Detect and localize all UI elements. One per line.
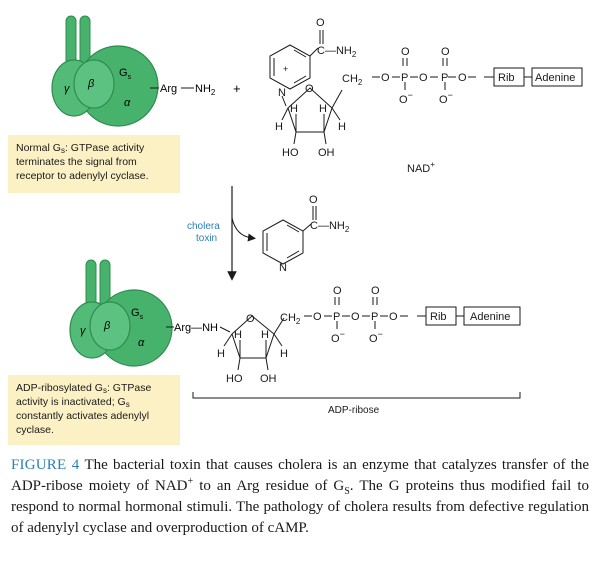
adp-link-o-3: O (389, 311, 398, 323)
nad-link-o-2: O (419, 72, 428, 84)
adp-h-3: H (261, 329, 269, 341)
nad-p2-o-minus: O− (439, 90, 453, 106)
normal-gs-note: Normal Gs: GTPase activity terminates th… (8, 135, 180, 193)
adp-rib: Rib (430, 311, 447, 323)
toxin-label-1: cholera (187, 221, 220, 232)
nicotinamide-o: O (309, 194, 318, 206)
gs-label: Gs (119, 67, 132, 81)
toxin-label-2: toxin (196, 233, 217, 244)
nicotinamide-amide: C—NH2 (310, 220, 350, 234)
adp-ribose-label: ADP-ribose (328, 405, 380, 416)
nad-p-1: P (401, 72, 408, 84)
adp-p2-o-minus: O− (369, 329, 383, 345)
cholera-toxin-diagram: γ β Gs α Arg NH2 + (51, 15, 583, 416)
caption-label: FIGURE 4 (11, 457, 80, 473)
adp-ribosylated-note: ADP-ribosylated Gs: GTPase activity is i… (8, 375, 180, 445)
gamma-label-bottom: γ (80, 325, 87, 337)
nad-ch2: CH2 (342, 73, 363, 87)
gs-protein-top: γ β Gs α (51, 15, 159, 127)
nad-oh: OH (318, 147, 335, 159)
alpha-label: α (124, 97, 131, 109)
alpha-label-bottom: α (138, 337, 145, 349)
adp-p-2: P (371, 311, 378, 323)
nad-carbonyl-o: O (316, 17, 325, 29)
nad-p-2: P (441, 72, 448, 84)
adp-link-o-1: O (313, 311, 322, 323)
nad-h-3: H (319, 103, 327, 115)
adp-ribose-molecule (192, 297, 521, 399)
adp-p1-o-minus: O− (331, 329, 345, 345)
nicotinamide-n: N (279, 262, 287, 274)
nad-n-plus: + (283, 64, 288, 74)
nad-p1-o-minus: O− (399, 90, 413, 106)
adp-ring-o: O (246, 313, 255, 325)
arg-label: Arg (160, 83, 177, 95)
figure-caption: FIGURE 4 The bacterial toxin that causes… (11, 457, 589, 536)
gs-label-bottom: Gs (131, 307, 144, 321)
arg-nh-bottom: Arg—NH (174, 322, 218, 334)
nad-h-4: H (338, 121, 346, 133)
gamma-label: γ (64, 83, 71, 95)
beta-label: β (87, 78, 95, 90)
plus-sign: + (233, 81, 241, 96)
adp-oh: OH (260, 373, 277, 385)
nad-ring-n: N (278, 87, 286, 99)
nad-link-o-3: O (458, 72, 467, 84)
adp-link-o-2: O (351, 311, 360, 323)
nad-link-o-1: O (381, 72, 390, 84)
nad-rib: Rib (498, 72, 515, 84)
release-arrow (231, 217, 256, 242)
nad-p2-top-o: O (441, 46, 450, 58)
adp-h-4: H (280, 348, 288, 360)
nicotinamide-molecule (262, 206, 317, 265)
adp-ch2: CH2 (280, 312, 301, 326)
adp-p-1: P (333, 311, 340, 323)
nad-ring-o: O (305, 83, 314, 95)
nad-amide: C—NH2 (317, 45, 357, 59)
nad-adenine: Adenine (535, 72, 575, 84)
nad-ho: HO (282, 147, 299, 159)
adp-h-2: H (234, 329, 242, 341)
beta-label-bottom: β (103, 320, 111, 332)
gs-protein-bottom: γ β Gs α (69, 259, 173, 367)
arg-nh2: NH2 (195, 83, 216, 97)
nad-p1-top-o: O (401, 46, 410, 58)
adp-h-1: H (217, 348, 225, 360)
nad-h-2: H (290, 103, 298, 115)
nad-h-1: H (275, 121, 283, 133)
nad-name: NAD+ (407, 160, 435, 175)
adp-p1-top-o: O (333, 285, 342, 297)
adp-ho: HO (226, 373, 243, 385)
nad-molecule (269, 30, 583, 145)
adp-p2-top-o: O (371, 285, 380, 297)
adp-adenine: Adenine (470, 311, 510, 323)
